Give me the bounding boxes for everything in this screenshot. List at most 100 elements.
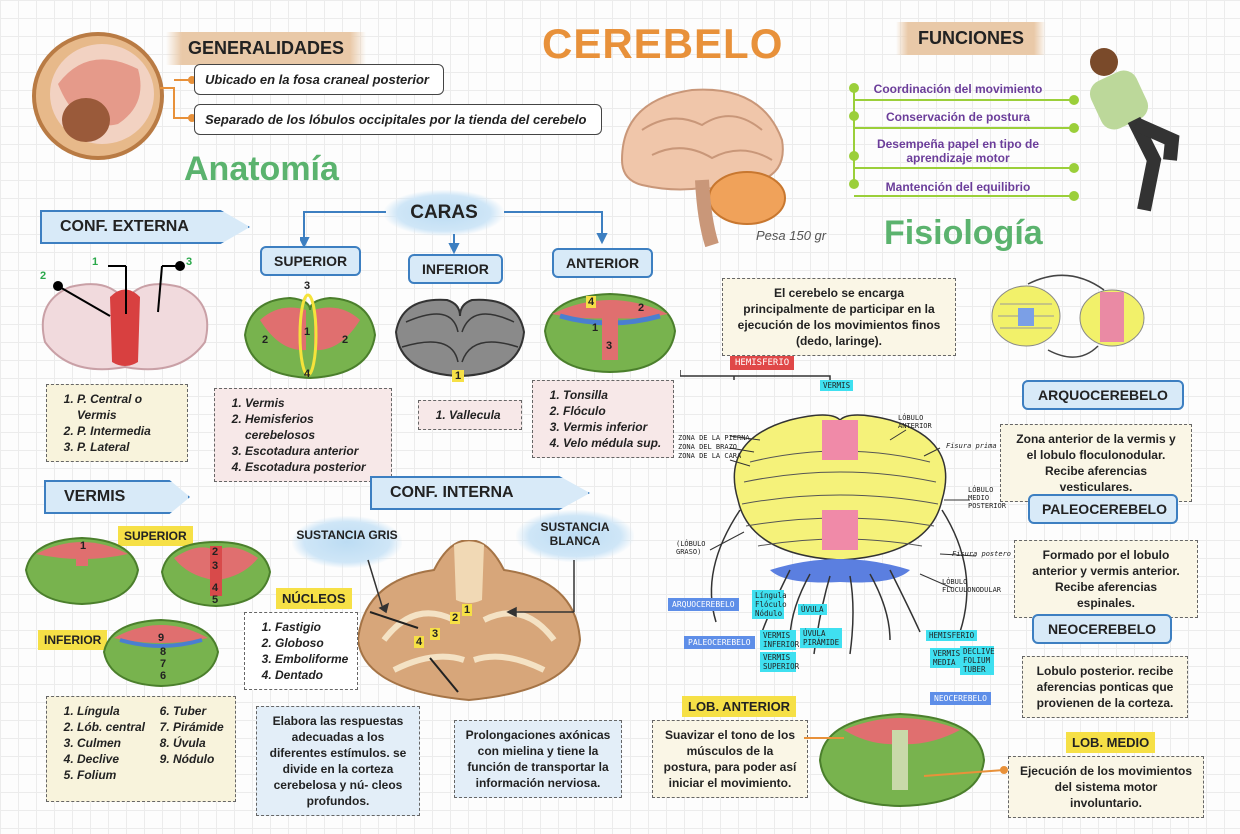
arquocerebelo-desc: Zona anterior de la vermis y el lobulo f…	[1000, 424, 1192, 502]
diagram-vermis-superior: VERMIS SUPERIOR	[760, 652, 799, 672]
conf-externa-marker-3: 3	[186, 256, 193, 268]
vermis-inf-marker-7: 7	[160, 658, 167, 670]
vermis-superior-image-b	[160, 540, 272, 608]
cara-superior-marker-4: 4	[304, 368, 311, 380]
vermis-sup-marker-3: 3	[212, 560, 219, 572]
diagram-lobulo-flocular: LÓBULO FLOCULONODULAR	[942, 578, 1002, 594]
diagram-paleocerebelo: PALEOCEREBELO	[684, 636, 755, 649]
list-item: Pirámide	[173, 719, 224, 735]
cerebellum-unfold-image	[991, 274, 1145, 358]
nucleos-label: NÚCLEOS	[276, 588, 352, 609]
neocerebelo-label: NEOCEREBELO	[1032, 614, 1172, 644]
list-item: Lób. central	[77, 719, 145, 735]
list-item: Globoso	[275, 635, 347, 651]
cara-superior-marker-3: 3	[304, 280, 311, 292]
list-item: Vermis	[245, 395, 381, 411]
list-item: Vermis inferior	[563, 419, 663, 435]
list-item: Culmen	[77, 735, 145, 751]
funciones-connectors	[849, 83, 1079, 201]
page-title: CEREBELO	[542, 20, 784, 67]
diagram-vermis-label: VERMIS	[820, 380, 854, 391]
lobes-cerebellum-image	[804, 712, 1008, 808]
list-item: Língula	[77, 703, 145, 719]
sustancia-gris-label: SUSTANCIA GRIS	[292, 516, 402, 568]
cara-superior-label: SUPERIOR	[260, 246, 362, 276]
conf-externa-marker-2: 2	[40, 270, 47, 282]
skull-section-image	[32, 32, 164, 160]
diagram-uvula-piramide: ÚVULA PIRÁMIDE	[800, 628, 842, 648]
vermis-inf-marker-8: 8	[160, 646, 167, 658]
zona-label: ZONA DEL BRAZO	[678, 443, 738, 451]
cara-inferior-label: INFERIOR	[408, 254, 503, 284]
sustancia-gris-desc: Elabora las respuestas adecuadas a los d…	[256, 706, 420, 816]
list-item: Declive	[77, 751, 145, 767]
funcion-2: Conservación de postura	[885, 110, 1031, 124]
weight-label: Pesa 150 gr	[756, 228, 827, 243]
funcion-1: Coordinación del movimiento	[873, 82, 1043, 96]
list-item: Hemisferios cerebelosos	[245, 411, 381, 443]
cara-anterior-marker-2: 2	[638, 302, 645, 314]
diagram-uvula-1: ÚVULA	[798, 604, 827, 615]
sustancia-blanca-desc: Prolongaciones axónicas con mielina y ti…	[454, 720, 622, 798]
list-item: Úvula	[173, 735, 224, 751]
cara-anterior-label: ANTERIOR	[552, 248, 654, 278]
generalidades-heading: GENERALIDADES	[166, 32, 367, 65]
cara-inferior-list: Vallecula	[418, 400, 522, 430]
nucleos-list: Fastigio Globoso Emboliforme Dentado	[244, 612, 358, 690]
cara-anterior-marker-1: 1	[592, 322, 599, 334]
conf-externa-image	[41, 261, 209, 371]
list-item: Dentado	[275, 667, 347, 683]
diagram-neocerebelo: NEOCEREBELO	[930, 692, 991, 705]
vermis-inf-marker-6: 6	[160, 670, 167, 682]
funciones-heading: FUNCIONES	[896, 22, 1047, 55]
vermis-heading: VERMIS	[44, 480, 190, 514]
diagram-lobulo-medio: LÓBULO MEDIO POSTERIOR	[968, 486, 1006, 510]
cara-anterior-list: Tonsilla Flóculo Vermis inferior Velo mé…	[532, 380, 674, 458]
diagram-declive: DECLIVE FOLIUM TUBER	[960, 646, 995, 675]
fisiologia-heading: Fisiología	[884, 214, 1043, 252]
diagram-lobulo-graso: (LÓBULO GRASO)	[676, 540, 706, 556]
vermis-superior-label: SUPERIOR	[118, 526, 193, 546]
list-item: Escotadura anterior	[245, 443, 381, 459]
conf-externa-heading: CONF. EXTERNA	[40, 210, 250, 244]
conf-interna-pointers	[367, 559, 575, 618]
diagram-lobulo-anterior: LÓBULO ANTERIOR	[898, 414, 932, 430]
cara-superior-marker-2b: 2	[342, 334, 349, 346]
list-item: P. Lateral	[77, 439, 177, 455]
conf-externa-marker-1: 1	[92, 256, 99, 268]
paleocerebelo-desc: Formado por el lobulo anterior y vermis …	[1014, 540, 1198, 618]
diagram-fisura-postero: Fisura postero	[952, 550, 1012, 558]
vermis-inferior-image	[102, 618, 220, 688]
arquocerebelo-label: ARQUOCEREBELO	[1022, 380, 1184, 410]
vermis-superior-image-a	[24, 536, 140, 606]
generalidades-item-1: Ubicado en la fosa craneal posterior	[194, 64, 444, 95]
vermis-list: Língula Lób. central Culmen Declive Foli…	[46, 696, 236, 802]
diagram-lingula: Língula Flóculo Nódulo	[752, 590, 787, 619]
list-item: Tonsilla	[563, 387, 663, 403]
fisiologia-desc: El cerebelo se encarga principalmente de…	[722, 278, 956, 356]
lob-anterior-label: LOB. ANTERIOR	[682, 696, 797, 717]
nucleo-marker-3: 3	[430, 628, 441, 640]
conf-externa-list: P. Central o Vermis P. Intermedia P. Lat…	[46, 384, 188, 462]
anatomia-heading: Anatomía	[184, 150, 339, 188]
nucleo-marker-4: 4	[414, 636, 425, 648]
vermis-inferior-label: INFERIOR	[38, 630, 108, 650]
list-item: P. Central o Vermis	[77, 391, 177, 423]
list-item: Velo médula sup.	[563, 435, 663, 451]
cara-anterior-marker-3: 3	[606, 340, 613, 352]
cara-anterior-image	[543, 292, 677, 374]
vermis-sup-marker-4: 4	[212, 582, 219, 594]
cara-inferior-marker-1: 1	[452, 370, 465, 382]
zona-label: ZONA DE LA PIERNA	[678, 434, 750, 442]
lob-medio-label: LOB. MEDIO	[1066, 732, 1156, 753]
list-item: Emboliforme	[275, 651, 348, 667]
list-item: Tuber	[173, 703, 224, 719]
lob-medio-desc: Ejecución de los movimientos del sistema…	[1008, 756, 1204, 818]
lob-anterior-desc: Suavizar el tono de los músculos de la p…	[652, 720, 808, 798]
cara-inferior-image	[394, 298, 526, 378]
diagram-arquocerebelo: ARQUOCEREBELO	[668, 598, 739, 611]
cara-superior-marker-2a: 2	[262, 334, 269, 346]
cerebellum-diagram	[680, 370, 977, 655]
list-item: P. Intermedia	[77, 423, 177, 439]
diagram-hemisferio-label: HEMISFERIO	[730, 356, 795, 370]
